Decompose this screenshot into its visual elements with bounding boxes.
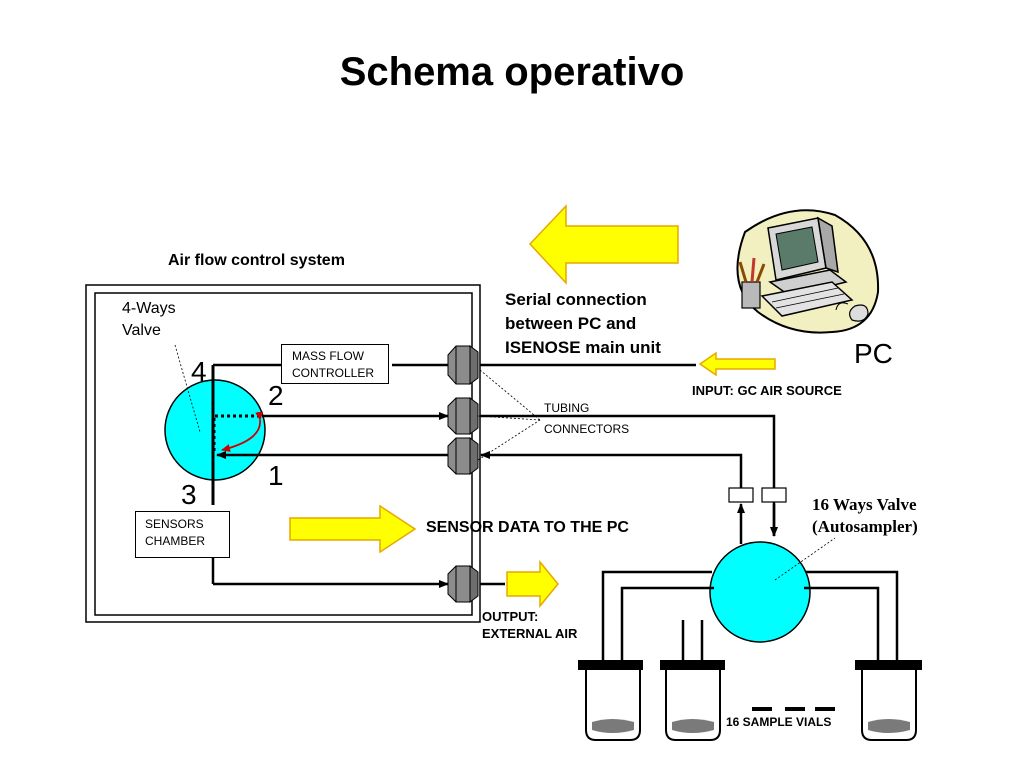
- sixteen-way-valve-line-2: (Autosampler): [812, 517, 918, 536]
- serial-connection-line-3: ISENOSE main unit: [505, 338, 661, 357]
- four-way-valve-label-line-2: Valve: [122, 322, 161, 339]
- output-arrow: [506, 559, 559, 609]
- line-valve-vial-3b: [804, 586, 880, 664]
- sensor-data-label: SENSOR DATA TO THE PC: [426, 519, 629, 536]
- tubing-connectors-label: TUBING CONNECTORS: [544, 398, 629, 440]
- autosampler-port-right: [761, 487, 787, 503]
- pc-label: PC: [854, 338, 893, 369]
- slide-title: Schema operativo: [339, 50, 685, 94]
- port-3-label: 3: [181, 479, 197, 510]
- sensors-chamber-line-1: SENSORS: [145, 517, 204, 531]
- line-valve-vial-1b: [620, 586, 714, 664]
- mfc-label-line-2: CONTROLLER: [292, 366, 375, 380]
- sensors-chamber-line-2: CHAMBER: [145, 534, 206, 548]
- sensors-chamber: SENSORS CHAMBER: [135, 511, 230, 558]
- four-way-valve-label-line-1: 4-Ways: [122, 300, 176, 317]
- sixteen-way-valve: [709, 541, 811, 643]
- serial-connection-label: Serial connection between PC and ISENOSE…: [505, 288, 661, 360]
- tubing-connectors-line-2: CONNECTORS: [544, 422, 630, 436]
- connector-leader-1: [479, 369, 541, 421]
- tubing-connector-2: [447, 397, 479, 435]
- tubing-connector-4: [447, 565, 479, 603]
- tubing-connector-1: [447, 345, 479, 385]
- sensor-data-arrow: [289, 504, 417, 554]
- sixteen-way-valve-line-1: 16 Ways Valve: [812, 495, 917, 514]
- mass-flow-controller: MASS FLOW CONTROLLER: [281, 344, 389, 384]
- autosampler-port-left: [728, 487, 754, 503]
- output-air-line-1: OUTPUT:: [482, 609, 539, 624]
- port-1-label: 1: [268, 460, 284, 491]
- line-valve-vial-1a: [601, 570, 712, 664]
- tubing-connectors-line-1: TUBING: [544, 401, 590, 415]
- serial-connection-line-2: between PC and: [505, 314, 637, 333]
- input-arrow: [698, 351, 776, 377]
- sample-vial-1: [578, 660, 643, 741]
- valve-rotation-arrow: [221, 411, 264, 452]
- connector-leader-3: [477, 419, 541, 461]
- sample-vial-2: [660, 660, 725, 741]
- output-air-label: OUTPUT: EXTERNAL AIR: [482, 608, 577, 642]
- sixteen-way-valve-label: 16 Ways Valve (Autosampler): [812, 494, 918, 538]
- input-source-label: INPUT: GC AIR SOURCE: [692, 383, 842, 398]
- autosampler-leader-line: [774, 537, 836, 581]
- four-way-valve-label: 4-Ways Valve: [122, 298, 176, 342]
- output-air-line-2: EXTERNAL AIR: [482, 626, 578, 641]
- air-flow-system-label: Air flow control system: [168, 252, 345, 269]
- line-from-autosampler: [480, 451, 743, 490]
- serial-connection-line-1: Serial connection: [505, 290, 647, 309]
- mfc-label-line-1: MASS FLOW: [292, 349, 365, 363]
- valve-leader-line: [174, 344, 201, 433]
- serial-connection-arrow: [528, 204, 679, 285]
- pc-clipart-icon: [736, 209, 880, 334]
- tubing-connector-3: [447, 437, 479, 475]
- port-2-label: 2: [268, 380, 284, 411]
- port-4-label: 4: [191, 356, 207, 387]
- sample-vials-label: 16 SAMPLE VIALS: [726, 715, 832, 729]
- line-valve-vial-3a: [806, 570, 899, 664]
- sample-vial-3: [855, 660, 922, 741]
